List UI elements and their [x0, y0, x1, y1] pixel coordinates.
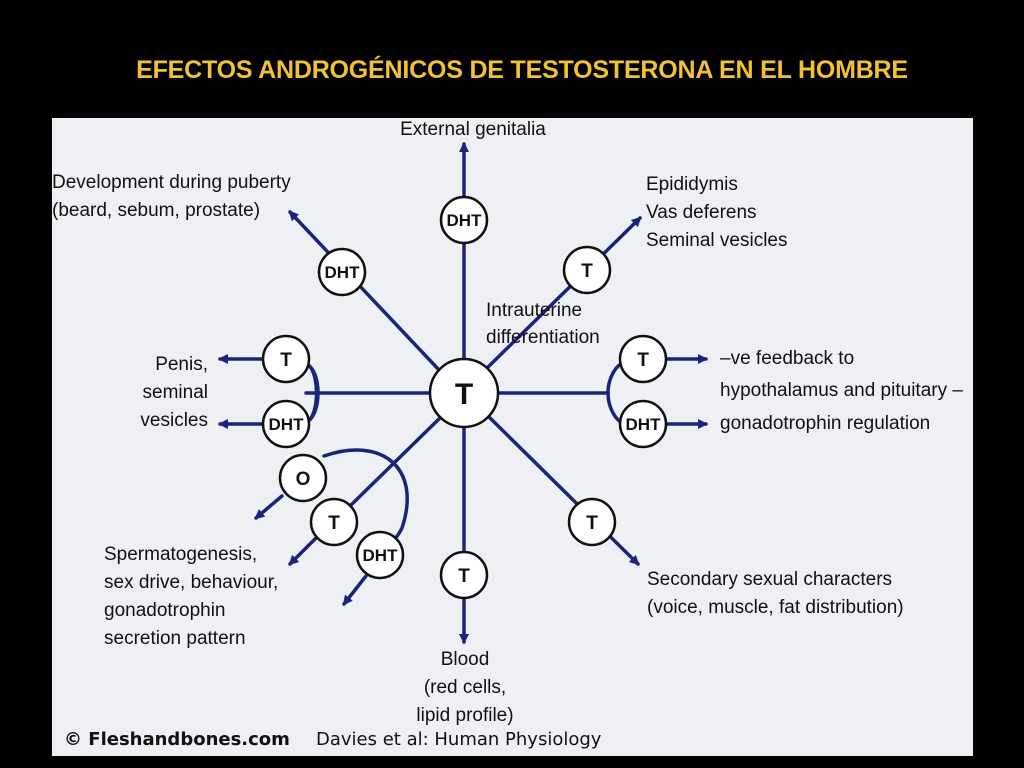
credit-brand: © Fleshandbones.com: [64, 729, 290, 750]
node-lower-left-t-circle: [309, 497, 359, 547]
label-epididymis: Epididymis: [646, 174, 738, 195]
node-top-label: DHT: [447, 211, 483, 230]
node-upper-right-label: T: [581, 261, 593, 282]
label-vas-deferens: Vas deferens: [646, 202, 757, 223]
node-upper-left-circle: [317, 247, 367, 297]
node-o-circle: [278, 453, 328, 503]
node-top-circle: [439, 195, 489, 245]
node-right-upper-label: T: [637, 350, 649, 371]
node-right-lower-circle: [618, 399, 668, 449]
node-left-lower-label: DHT: [269, 415, 305, 434]
label-sperm-4: secretion pattern: [104, 628, 246, 649]
slide-title: EFECTOS ANDROGÉNICOS DE TESTOSTERONA EN …: [136, 56, 908, 84]
center-node-label: T: [455, 378, 473, 411]
node-right-upper-circle: [618, 334, 668, 384]
node-left-upper-label: T: [280, 350, 292, 371]
label-blood-1: Blood: [441, 649, 490, 670]
node-bottom-circle: [439, 550, 489, 600]
arrow-sperm-dht: [342, 574, 368, 606]
label-penis: Penis,: [155, 354, 208, 375]
label-seminal: seminal: [143, 382, 208, 403]
node-left-lower-circle: [261, 399, 311, 449]
label-puberty-2: (beard, sebum, prostate): [52, 200, 260, 221]
label-sperm-3: gonadotrophin: [104, 600, 226, 621]
node-o-label: O: [296, 469, 311, 490]
line-lower-left: [348, 414, 444, 508]
diagram-panel: [52, 118, 973, 756]
node-right-lower-label: DHT: [626, 415, 662, 434]
node-upper-right-circle: [562, 245, 612, 295]
testosterone-effects-diagram: T DHT DHT T T DHT T DHT O T DHT T T Exte…: [52, 118, 973, 756]
arrow-sperm-t: [288, 534, 320, 566]
node-upper-left-label: DHT: [325, 263, 361, 282]
arrow-secondary: [486, 414, 640, 566]
label-feedback-2: hypothalamus and pituitary –: [720, 380, 963, 401]
arrow-puberty: [288, 210, 442, 373]
label-intrauterine: Intrauterine: [486, 300, 582, 321]
label-seminal-vesicles: Seminal vesicles: [646, 230, 788, 251]
label-vesicles: vesicles: [140, 410, 208, 431]
label-sperm-1: Spermatogenesis,: [104, 544, 257, 565]
label-puberty-1: Development during puberty: [52, 172, 291, 193]
label-feedback-1: –ve feedback to: [720, 348, 854, 369]
label-sperm-2: sex drive, behaviour,: [104, 572, 278, 593]
node-lower-left-t-label: T: [328, 513, 340, 534]
label-blood-3: lipid profile): [416, 705, 513, 726]
credit-source: Davies et al: Human Physiology: [316, 729, 602, 750]
label-external-genitalia: External genitalia: [400, 119, 546, 140]
arrow-epididymis: [484, 216, 642, 371]
node-lower-right-label: T: [586, 513, 598, 534]
node-lower-right-circle: [567, 497, 617, 547]
node-lower-left-dht-label: DHT: [363, 546, 399, 565]
label-feedback-3: gonadotrophin regulation: [720, 413, 930, 434]
label-differentiation: differentiation: [486, 327, 600, 348]
node-left-upper-circle: [261, 334, 311, 384]
center-node: [428, 357, 500, 429]
label-secondary-1: Secondary sexual characters: [647, 569, 892, 590]
node-bottom-label: T: [458, 566, 470, 587]
arrow-o: [254, 494, 284, 520]
label-blood-2: (red cells,: [424, 677, 506, 698]
node-lower-left-dht-circle: [355, 530, 405, 580]
label-secondary-2: (voice, muscle, fat distribution): [647, 597, 904, 618]
